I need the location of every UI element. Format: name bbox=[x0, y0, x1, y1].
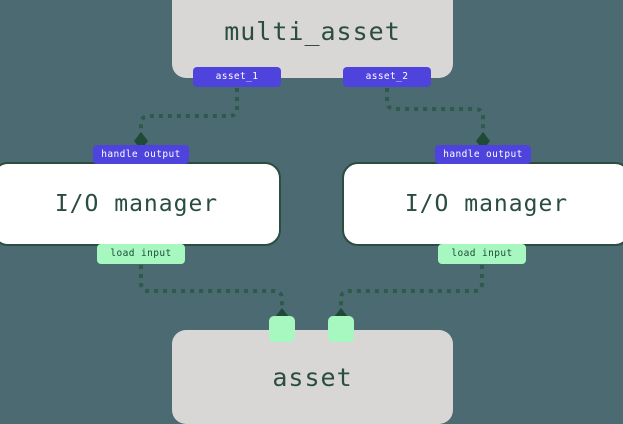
edge-load-input-right-to-asset bbox=[339, 265, 484, 310]
node-asset-label: asset bbox=[272, 362, 353, 392]
handle-asset-2[interactable]: asset_2 bbox=[343, 67, 431, 87]
node-io-manager-right-label: I/O manager bbox=[404, 191, 569, 217]
node-io-manager-left-label: I/O manager bbox=[54, 191, 219, 217]
node-io-manager-left[interactable]: I/O manager bbox=[0, 162, 281, 246]
node-io-manager-right[interactable]: I/O manager bbox=[342, 162, 623, 246]
edge-asset1-to-handle-output-left bbox=[139, 88, 239, 138]
handle-asset-input-2[interactable] bbox=[328, 316, 354, 342]
node-multi-asset[interactable]: multi_asset bbox=[172, 0, 453, 78]
handle-output-right[interactable]: handle output bbox=[435, 145, 531, 164]
handle-load-input-right[interactable]: load input bbox=[438, 244, 526, 264]
handle-asset-input-1[interactable] bbox=[269, 316, 295, 342]
handle-asset-1[interactable]: asset_1 bbox=[193, 67, 281, 87]
edge-load-input-left-to-asset bbox=[139, 265, 284, 310]
handle-load-input-left[interactable]: load input bbox=[97, 244, 185, 264]
edge-asset2-to-handle-output-right bbox=[385, 88, 485, 138]
node-asset[interactable]: asset bbox=[172, 330, 453, 424]
handle-output-left[interactable]: handle output bbox=[93, 145, 189, 164]
node-multi-asset-label: multi_asset bbox=[224, 16, 401, 46]
